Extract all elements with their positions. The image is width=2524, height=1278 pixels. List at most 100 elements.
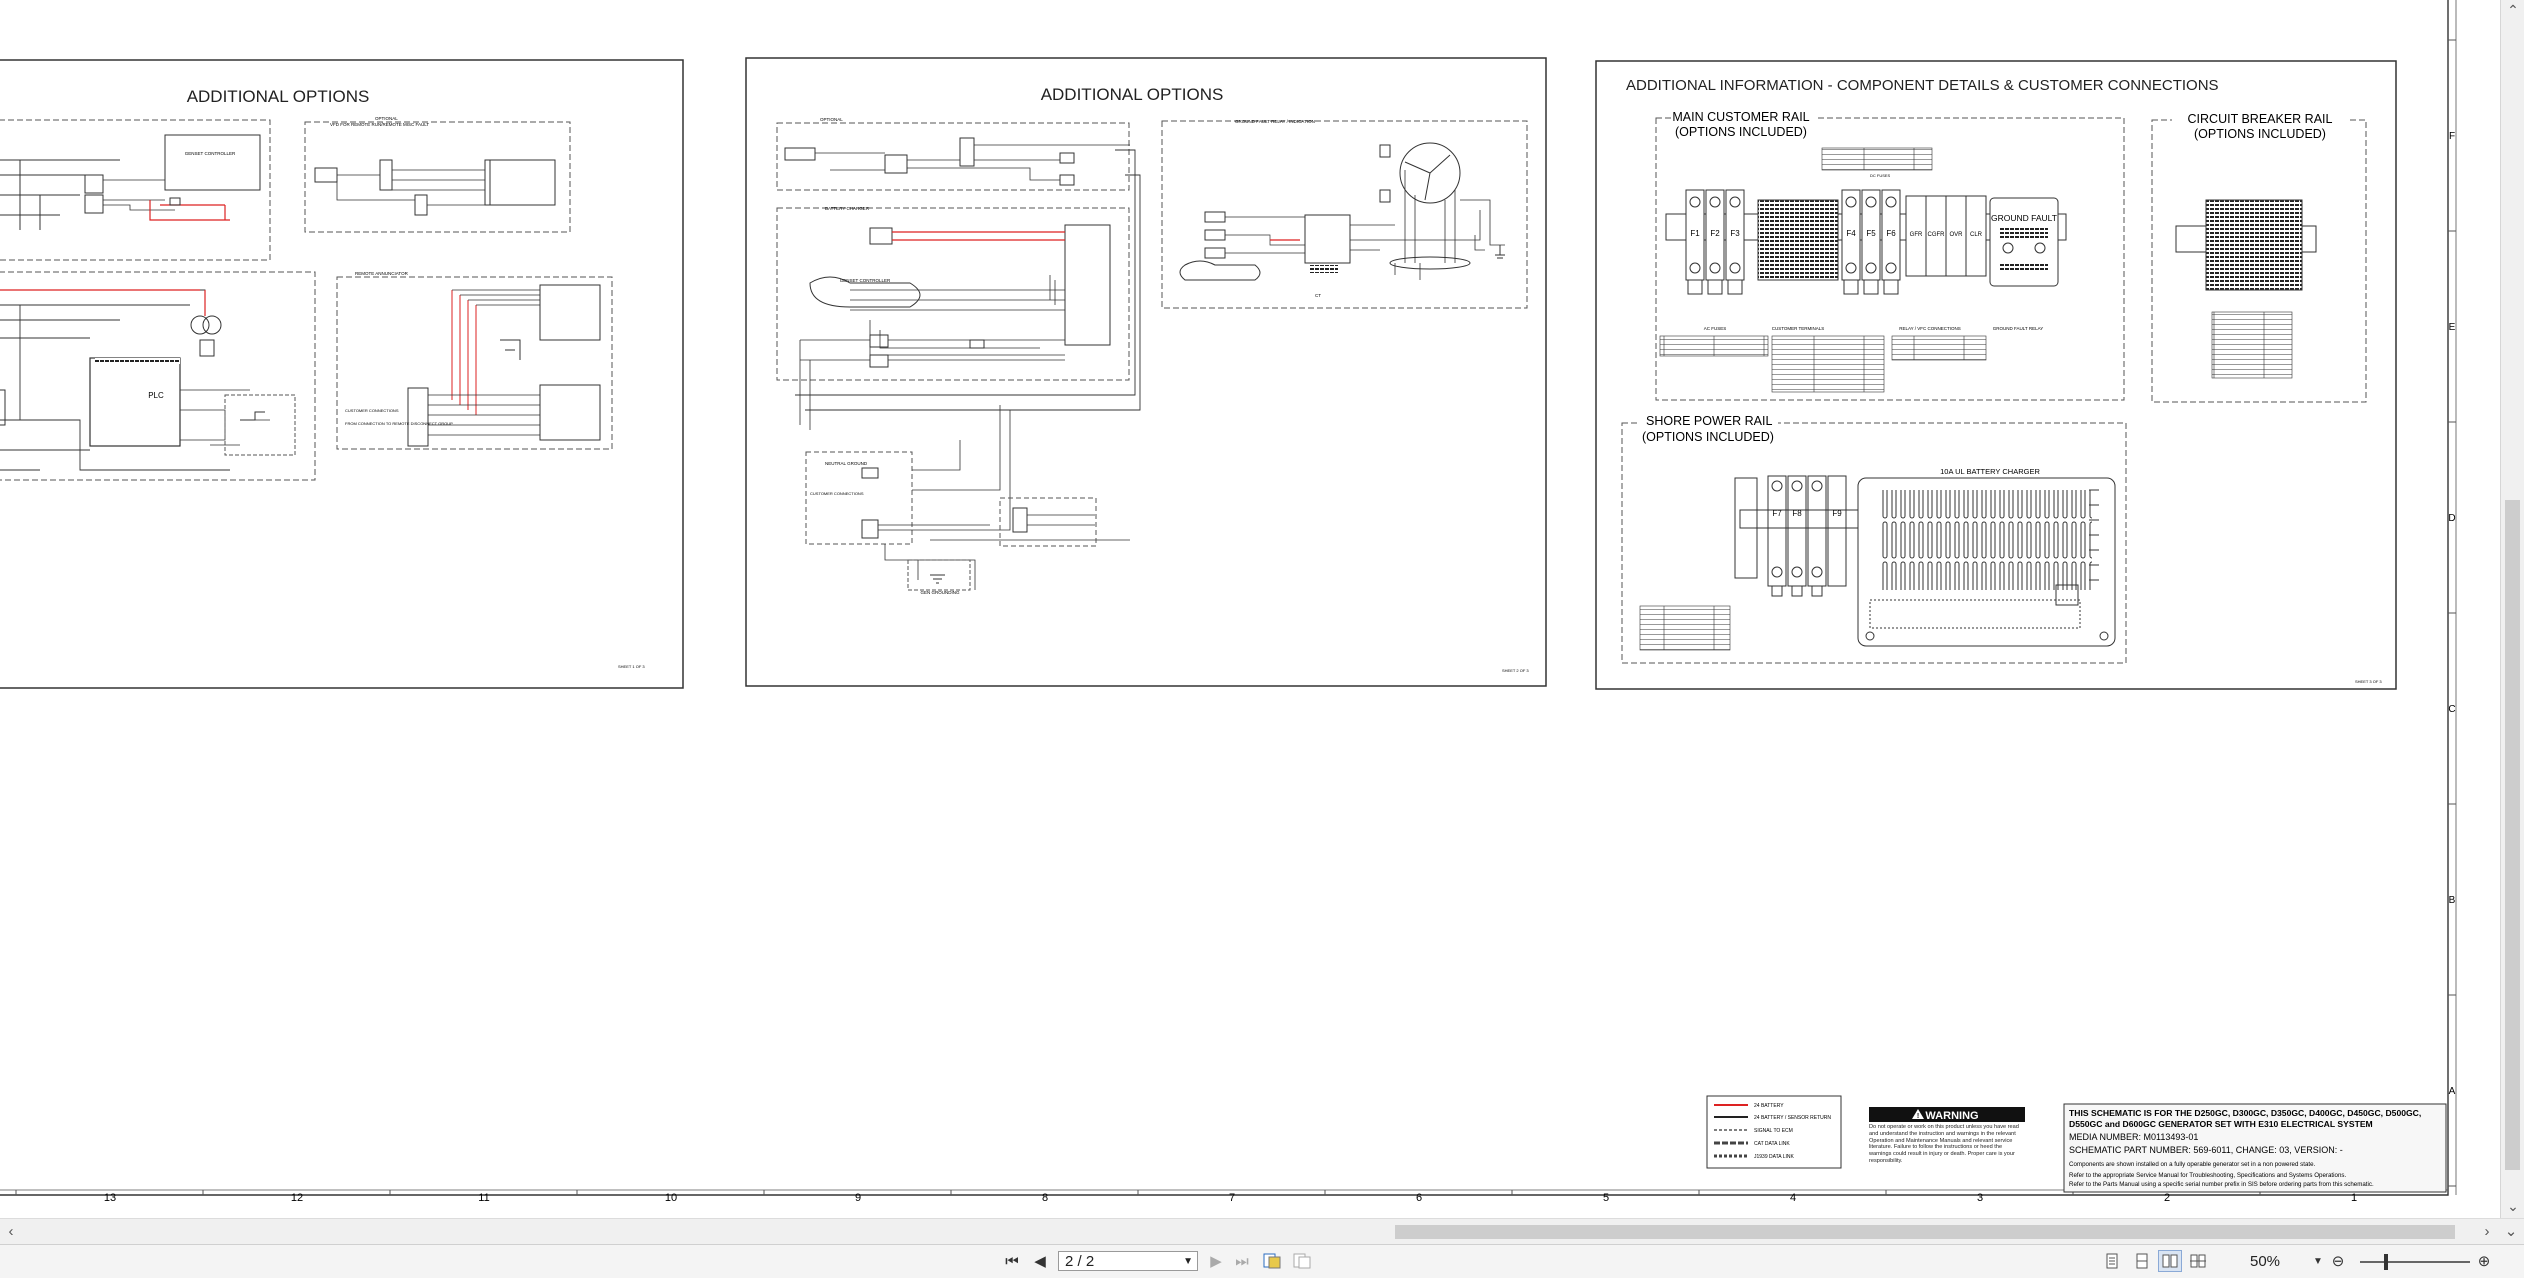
fuse-f8: F8 xyxy=(1792,509,1802,518)
last-page-icon[interactable]: ⏭ xyxy=(1235,1252,1249,1270)
caption-ac-fuses: AC FUSES xyxy=(1704,326,1727,331)
media-number: MEDIA NUMBER: M0113493-01 xyxy=(2069,1132,2198,1142)
zoom-dropdown-icon[interactable]: ▼ xyxy=(2313,1255,2323,1267)
shore-power-rail: SHORE POWER RAIL (OPTIONS INCLUDED) F7 F… xyxy=(1621,412,2127,664)
legend-item-1: 24 BATTERY xyxy=(1754,1103,1784,1109)
s1-plc-label: PLC xyxy=(148,391,164,400)
s2-ground-fault-label: GROUND FAULT RELAY / INDICATION xyxy=(1235,119,1315,124)
main-rail-title-1: MAIN CUSTOMER RAIL xyxy=(1672,110,1809,124)
fuse-f2: F2 xyxy=(1710,229,1720,238)
title-line-2: D550GC and D600GC GENERATOR SET WITH E31… xyxy=(2069,1119,2373,1129)
fuse-f4: F4 xyxy=(1846,229,1856,238)
circuit-breaker-rail: CIRCUIT BREAKER RAIL (OPTIONS INCLUDED) xyxy=(2151,110,2367,403)
caption-gfr: GROUND FAULT RELAY xyxy=(1993,326,2044,331)
col-num-10: 10 xyxy=(665,1192,677,1204)
s3-sheet-number: SHEET 3 OF 3 xyxy=(2355,679,2382,684)
page-number-input[interactable]: 2 / 2 ▼ xyxy=(1058,1251,1198,1271)
continuous-view-icon[interactable] xyxy=(2130,1250,2154,1272)
col-num-11: 11 xyxy=(478,1192,489,1204)
ground-fault-label: GROUND FAULT xyxy=(1991,213,2057,223)
col-num-3: 3 xyxy=(1977,1192,1983,1204)
legend-item-3: SIGNAL TO ECM xyxy=(1754,1128,1793,1134)
fuse-f6: F6 xyxy=(1886,229,1896,238)
sheet-2: ADDITIONAL OPTIONS OPTIONAL BATTERY CHAR… xyxy=(745,57,1547,687)
page-copy-icon[interactable] xyxy=(1290,1250,1314,1272)
next-page-icon[interactable]: ▶ xyxy=(1210,1253,1222,1270)
sheet-2-title: ADDITIONAL OPTIONS xyxy=(1041,85,1224,104)
previous-page-icon[interactable]: ◀ xyxy=(1034,1253,1046,1270)
zoom-slider-knob[interactable] xyxy=(2384,1254,2388,1270)
warning-box: ! WARNING Do not operate or work on this… xyxy=(1869,1107,2025,1164)
caption-customer-terminals: CUSTOMER TERMINALS xyxy=(1772,326,1825,331)
scroll-right-icon[interactable]: › xyxy=(2484,1223,2490,1240)
legend-item-5: J1939 DATA LINK xyxy=(1754,1154,1794,1160)
charger-label: 10A UL BATTERY CHARGER xyxy=(1940,467,2040,476)
sheet-3-title: ADDITIONAL INFORMATION - COMPONENT DETAI… xyxy=(1626,77,2219,94)
scroll-corner-down-icon[interactable]: ⌄ xyxy=(2504,1223,2518,1240)
zoom-slider[interactable] xyxy=(2360,1254,2470,1270)
page-move-icon[interactable] xyxy=(1260,1250,1284,1272)
s2-sheet-number: SHEET 2 OF 3 xyxy=(1502,668,1529,673)
scroll-left-icon[interactable]: ‹ xyxy=(8,1223,14,1240)
s2-controller-label: GENSET CONTROLLER xyxy=(840,278,891,283)
s2-battery-label: BATTERY CHARGER xyxy=(825,206,870,211)
s1-disconnect-label: FROM CONNECTION TO REMOTE DISCONNECT GRO… xyxy=(345,421,453,426)
fuse-f7: F7 xyxy=(1772,509,1782,518)
s1-vfd-label: VFD FOR REMOTE RUN/REMOTE MISC FAULT xyxy=(330,122,429,127)
page-number-value: 2 / 2 xyxy=(1065,1253,1095,1270)
two-page-view-icon[interactable] xyxy=(2158,1250,2182,1272)
title-note-2: Refer to the appropriate Service Manual … xyxy=(2069,1172,2346,1179)
s2-grounding-label: GEN GROUNDING xyxy=(920,590,960,595)
sheet-1: ADDITIONAL OPTIONS GENSET CONTROLLER OPT… xyxy=(0,59,684,689)
zoom-in-icon[interactable]: ⊕ xyxy=(2477,1253,2491,1270)
dc-fuses-label: DC FUSES xyxy=(1870,173,1891,178)
sheet-1-title: ADDITIONAL OPTIONS xyxy=(187,87,370,106)
col-num-5: 5 xyxy=(1603,1192,1609,1204)
col-num-7: 7 xyxy=(1229,1192,1235,1204)
col-num-6: 6 xyxy=(1416,1192,1422,1204)
line-legend: 24 BATTERY 24 BATTERY / SENSOR RETURN SI… xyxy=(1706,1095,1842,1169)
zoom-out-icon[interactable]: ⊖ xyxy=(2331,1253,2345,1270)
drawing-frame xyxy=(0,0,2457,1196)
s2-neutral-label: NEUTRAL GROUND xyxy=(825,461,868,466)
fuse-f5: F5 xyxy=(1866,229,1876,238)
single-page-view-icon[interactable] xyxy=(2100,1250,2124,1272)
row-letter-a: A xyxy=(2449,1086,2456,1097)
s2-ct-label: CT xyxy=(1315,293,1321,298)
col-num-4: 4 xyxy=(1790,1192,1796,1204)
s1-genset-controller-label: GENSET CONTROLLER xyxy=(185,151,236,156)
vertical-scroll-thumb[interactable] xyxy=(2505,500,2520,1170)
relay-gfr: GFR xyxy=(1910,232,1923,238)
shore-rail-title-2: (OPTIONS INCLUDED) xyxy=(1642,430,1774,444)
warning-title: WARNING xyxy=(1925,1110,1978,1122)
legend-item-2: 24 BATTERY / SENSOR RETURN xyxy=(1754,1115,1831,1121)
s2-optional-label: OPTIONAL xyxy=(820,117,843,122)
svg-text:!: ! xyxy=(1917,1113,1919,1120)
row-letters: F E D C B A xyxy=(2448,131,2455,1097)
title-line-1: THIS SCHEMATIC IS FOR THE D250GC, D300GC… xyxy=(2069,1108,2421,1118)
relay-cgfr: CGFR xyxy=(1928,232,1946,238)
first-page-icon[interactable]: ⏮ xyxy=(1005,1252,1019,1270)
title-note-3: Refer to the Parts Manual using a specif… xyxy=(2069,1181,2374,1188)
title-note-1: Components are shown installed on a full… xyxy=(2069,1161,2316,1168)
fuse-f1: F1 xyxy=(1690,229,1700,238)
document-canvas[interactable]: ADDITIONAL OPTIONS GENSET CONTROLLER OPT… xyxy=(0,0,2500,1218)
book-view-icon[interactable] xyxy=(2186,1250,2210,1272)
relay-ovr: OVR xyxy=(1949,232,1963,238)
scroll-up-icon[interactable]: ⌃ xyxy=(2507,2,2519,18)
column-numbers: 13 12 11 10 9 8 7 6 5 4 3 2 1 xyxy=(104,1192,2357,1204)
relay-clr: CLR xyxy=(1970,232,1983,238)
vertical-scrollbar[interactable]: ⌃ ⌄ xyxy=(2500,0,2524,1218)
horizontal-scrollbar[interactable]: ‹ › ⌄ xyxy=(0,1218,2524,1245)
fuse-f9: F9 xyxy=(1832,509,1842,518)
main-customer-rail: MAIN CUSTOMER RAIL (OPTIONS INCLUDED) DC… xyxy=(1655,108,2125,401)
scroll-down-icon[interactable]: ⌄ xyxy=(2507,1198,2519,1214)
warning-body: Do not operate or work on this product u… xyxy=(1869,1124,2019,1164)
title-block: THIS SCHEMATIC IS FOR THE D250GC, D300GC… xyxy=(2063,1103,2447,1193)
schematic-part-number: SCHEMATIC PART NUMBER: 569-6011, CHANGE:… xyxy=(2069,1145,2343,1155)
row-letter-f: F xyxy=(2449,131,2455,142)
page-dropdown-icon[interactable]: ▼ xyxy=(1183,1256,1193,1267)
row-letter-d: D xyxy=(2448,513,2455,524)
horizontal-scroll-thumb[interactable] xyxy=(1395,1225,2455,1239)
fuse-f3: F3 xyxy=(1730,229,1740,238)
